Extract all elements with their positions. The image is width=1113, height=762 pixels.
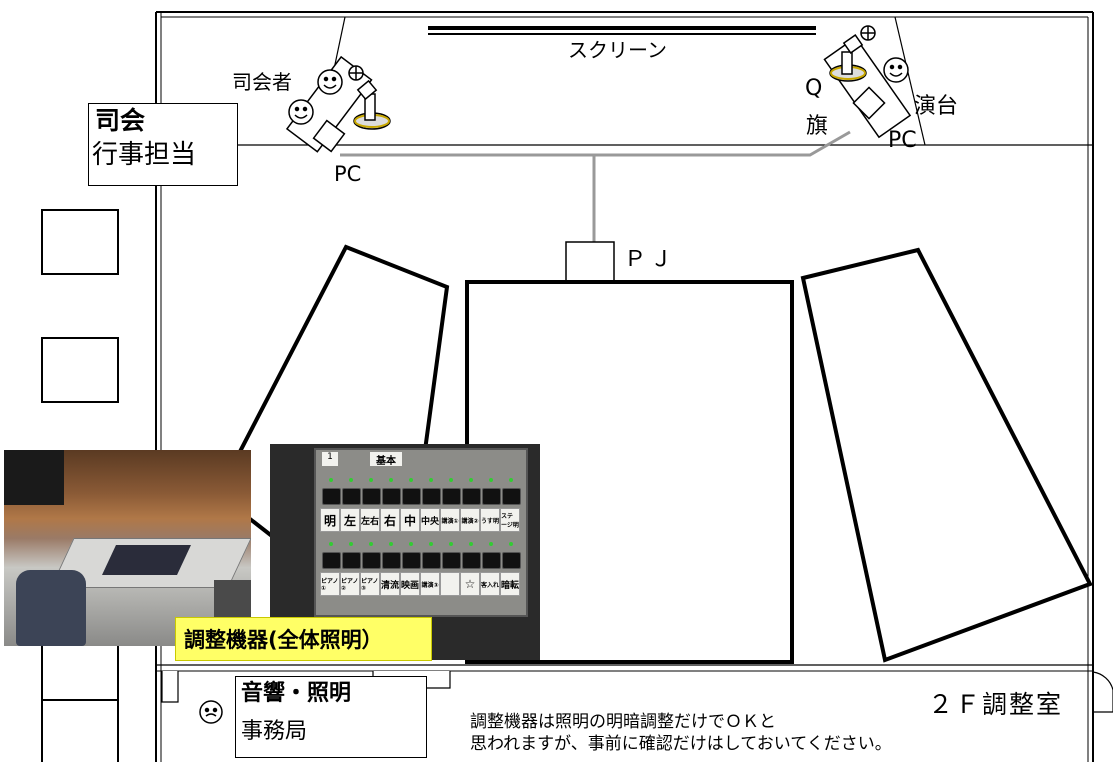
panel-key-button[interactable] — [362, 488, 381, 505]
panel-key-label: 講演① — [440, 508, 460, 532]
panel-key-button[interactable] — [442, 488, 461, 505]
panel-key-button[interactable] — [342, 552, 361, 569]
panel-key-button[interactable] — [382, 488, 401, 505]
panel-led — [369, 542, 373, 546]
side-box-2 — [41, 337, 119, 403]
panel-led — [369, 478, 373, 482]
panel-key-label: 客入れ — [480, 572, 500, 596]
panel-key-button[interactable] — [422, 552, 441, 569]
lectern-smiley — [883, 57, 909, 83]
office-smiley — [199, 700, 223, 724]
panel-led — [349, 478, 353, 482]
panel-key-label: ピアノ③ — [360, 572, 380, 596]
panel-led — [329, 478, 333, 482]
panel-led — [449, 478, 453, 482]
photo-caption: 調整機器(全体照明） — [175, 617, 432, 661]
mc-podium — [285, 55, 391, 153]
q-label: Q — [805, 76, 823, 101]
lectern-pc-label: PC — [888, 128, 917, 153]
seat-block-right — [800, 247, 1093, 663]
control-room-label: ２Ｆ調整室 — [928, 690, 1064, 719]
panel-led — [489, 478, 493, 482]
control-desk-photo — [4, 450, 251, 646]
panel-key-label: ☆ — [460, 572, 480, 596]
panel-key-button[interactable] — [402, 552, 421, 569]
panel-key-button[interactable] — [322, 552, 341, 569]
mc-smiley-2 — [288, 99, 314, 125]
panel-led — [429, 478, 433, 482]
mc-role-title: 司会 — [95, 106, 146, 135]
mc-role-box: 司会 行事担当 — [88, 103, 238, 186]
panel-led — [469, 542, 473, 546]
panel-key-button[interactable] — [422, 488, 441, 505]
panel-number: 1 — [322, 452, 338, 466]
panel-key-button[interactable] — [482, 488, 501, 505]
panel-key-label: 暗転 — [500, 572, 520, 596]
panel-key-label: ピアノ② — [340, 572, 360, 596]
panel-key-label: 講演③ — [420, 572, 440, 596]
panel-key-button[interactable] — [362, 552, 381, 569]
note-line-2: 思われますが、事前に確認だけはしておいてください。 — [470, 734, 892, 754]
panel-key-label: うす明 — [480, 508, 500, 532]
panel-key-button[interactable] — [382, 552, 401, 569]
panel-led — [389, 542, 393, 546]
panel-key-label: 清流 — [380, 572, 400, 596]
panel-led — [349, 542, 353, 546]
panel-key-button[interactable] — [322, 488, 341, 505]
panel-key-button[interactable] — [342, 488, 361, 505]
panel-key-label: 左 — [340, 508, 360, 532]
panel-key-label: ピアノ① — [320, 572, 340, 596]
panel-key-button[interactable] — [462, 552, 481, 569]
panel-key-label: 左右 — [360, 508, 380, 532]
panel-key-button[interactable] — [442, 552, 461, 569]
mc-label: 司会者 — [232, 70, 292, 94]
panel-key-label — [440, 572, 460, 596]
panel-key-label: 講演② — [460, 508, 480, 532]
side-box-lower — [41, 640, 119, 762]
note-line-1: 調整機器は照明の明暗調整だけでＯＫと — [470, 712, 776, 732]
panel-key-button[interactable] — [502, 552, 521, 569]
lectern-podium — [823, 25, 912, 139]
screen-label: スクリーン — [568, 38, 667, 62]
door-arc — [1092, 671, 1113, 713]
panel-led — [509, 478, 513, 482]
panel-key-button[interactable] — [402, 488, 421, 505]
side-box-1 — [41, 209, 119, 275]
screen-bar — [428, 26, 816, 35]
stage-line-right — [894, 16, 926, 146]
panel-key-label: 中央 — [420, 508, 440, 532]
panel-led — [469, 478, 473, 482]
panel-led — [409, 478, 413, 482]
mc-smiley-1 — [317, 69, 343, 95]
panel-led — [409, 542, 413, 546]
mc-pc-label: PC — [334, 162, 362, 186]
flag-label: 旗 — [806, 114, 829, 139]
panel-key-label: 中 — [400, 508, 420, 532]
panel-led — [449, 542, 453, 546]
lectern-label: 演台 — [914, 94, 959, 119]
panel-key-label: 右 — [380, 508, 400, 532]
cable-lines — [340, 130, 851, 242]
projector-box — [565, 241, 615, 283]
panel-key-button[interactable] — [502, 488, 521, 505]
panel-title: 基本 — [370, 452, 402, 467]
panel-key-label: 明 — [320, 508, 340, 532]
panel-led — [389, 478, 393, 482]
panel-led — [489, 542, 493, 546]
panel-led — [509, 542, 513, 546]
office-role-box: 音響・照明 事務局 — [235, 676, 427, 758]
panel-key-button[interactable] — [462, 488, 481, 505]
panel-key-label: 映画 — [400, 572, 420, 596]
panel-led — [429, 542, 433, 546]
office-role-subtitle: 事務局 — [241, 719, 308, 744]
panel-key-label: ステージ明 — [500, 508, 520, 532]
panel-key-button[interactable] — [482, 552, 501, 569]
projector-label: ＰＪ — [624, 247, 677, 272]
mc-role-subtitle: 行事担当 — [92, 140, 197, 170]
panel-led — [329, 542, 333, 546]
office-role-title: 音響・照明 — [241, 681, 352, 706]
